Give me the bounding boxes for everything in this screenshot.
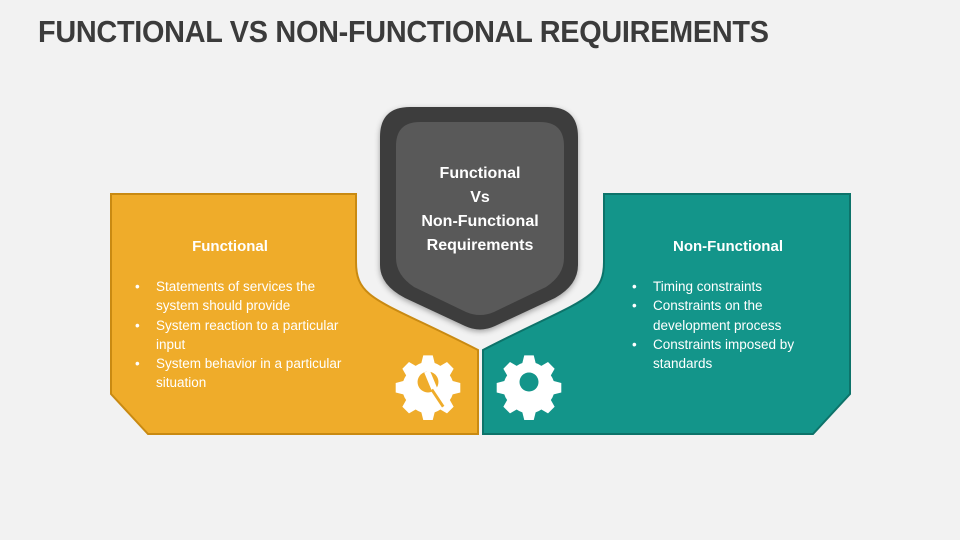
center-line: Requirements	[426, 237, 534, 254]
functional-heading: Functional	[192, 238, 268, 255]
non-functional-list: Timing constraints Constraints on the de…	[631, 277, 833, 373]
center-line: Non-Functional	[421, 213, 539, 230]
center-line: Functional	[439, 165, 521, 182]
center-shield-inner	[396, 122, 564, 315]
list-item: Statements of services the system should…	[135, 277, 356, 316]
gear-icon	[496, 355, 562, 420]
non-functional-heading: Non-Functional	[673, 238, 783, 255]
list-item: System behavior in a particular situatio…	[135, 354, 356, 393]
center-line: Vs	[470, 189, 490, 206]
list-item: Timing constraints	[632, 277, 833, 297]
center-title: Functional Vs Non-Functional Requirement…	[400, 162, 560, 258]
list-item: Constraints imposed by standards	[632, 335, 833, 374]
slide-title: FUNCTIONAL VS NON-FUNCTIONAL REQUIREMENT…	[38, 14, 769, 49]
list-item: System reaction to a particular input	[135, 316, 356, 355]
functional-list: Statements of services the system should…	[134, 277, 356, 393]
list-item: Constraints on the development process	[632, 296, 833, 335]
gear-wrench-icon	[395, 355, 461, 420]
